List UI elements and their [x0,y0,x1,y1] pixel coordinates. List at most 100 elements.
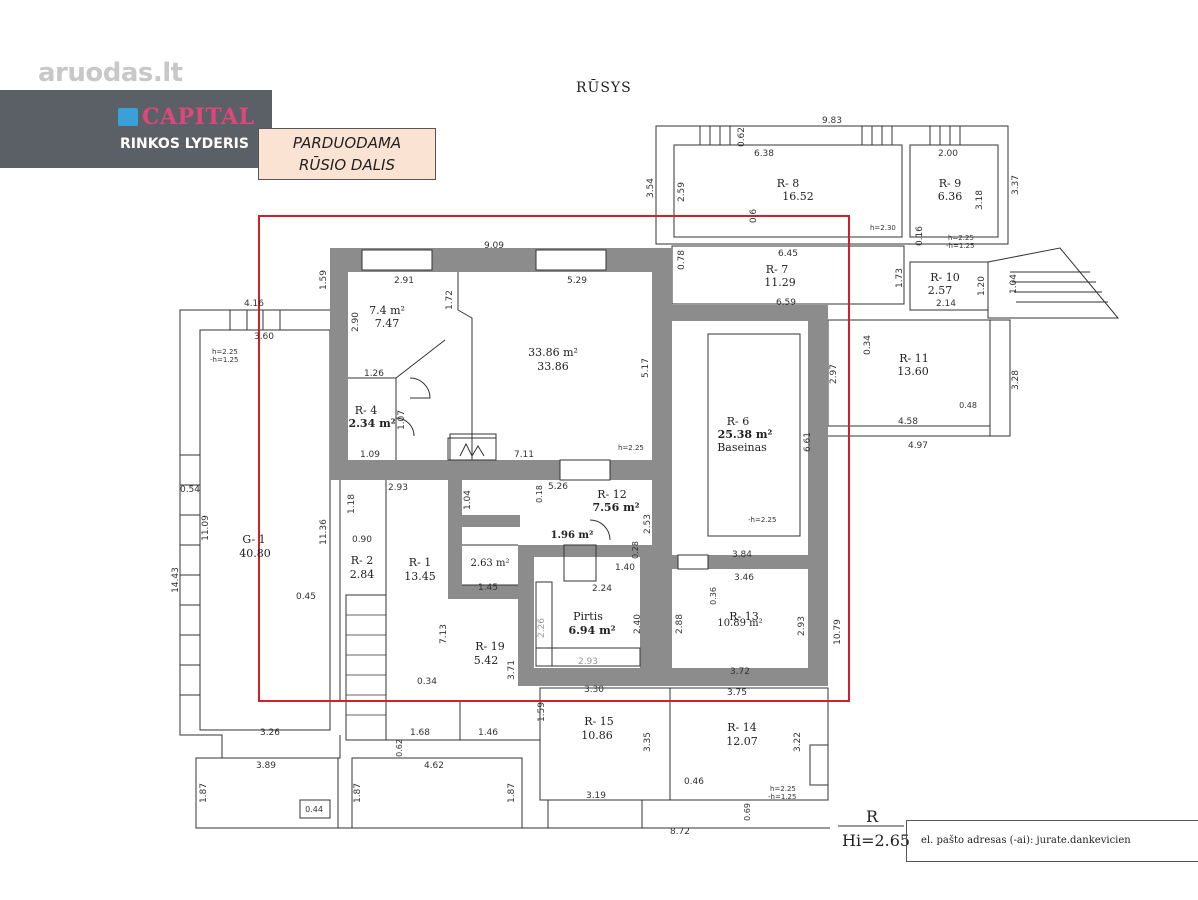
dim-label: 2.88 [675,614,685,634]
aruodas-watermark: aruodas.lt [38,58,183,88]
dim-label: 4.62 [424,761,444,771]
room-g1-area: 40.80 [239,547,271,560]
room-r9-area: 6.36 [938,190,963,203]
dim-label: 14.43 [171,567,181,593]
room-r6-note: Baseinas [717,441,767,454]
dim-label: 3.30 [584,685,604,695]
room-r4-area-m2: 2.34 m² [348,417,395,430]
dim-label: 3.89 [256,761,276,771]
dim-label: 7.11 [514,450,534,460]
height-label: -h=1.25 [210,356,238,364]
dim-label: 2.24 [592,584,612,594]
dim-label: 2.97 [829,364,839,384]
room-r8-area: 16.52 [782,190,814,203]
dim-label: 0.90 [352,535,372,545]
dim-label: 1.59 [319,270,329,290]
dim-label: 3.46 [734,573,754,583]
dim-label: 3.54 [646,178,656,198]
dim-label: 1.26 [364,369,384,379]
dim-label: 3.84 [732,550,752,560]
room-r3-area-m2: 7.4 m² [369,304,405,317]
dim-label: 3.37 [1011,175,1021,195]
dim-label: 2.91 [394,276,414,286]
dim-label: 0.69 [743,803,752,821]
capital-logo: CAPITAL [118,104,255,130]
room-r11-name: R- 11 [899,352,929,365]
room-r12-name: R- 12 [597,488,627,501]
room-r1-area: 13.45 [404,570,436,583]
dim-label: 10.79 [833,619,843,645]
dim-label: 6.45 [778,249,798,259]
room-r6-area-m2: 25.38 m² [718,428,773,441]
dim-label: 0.36 [709,587,718,605]
height-label: h=2.30 [870,224,896,232]
dim-label: 2.93 [578,657,598,667]
dim-label: 2.90 [351,312,361,332]
dim-label: 2.59 [677,182,687,202]
dim-label: 3.26 [260,728,280,738]
dim-label: 3.75 [727,688,747,698]
height-label: -h=2.25 [748,516,776,524]
room-r10-area: 2.57 [928,284,953,297]
height-label: h=2.25 [212,348,238,356]
dim-label: 2.00 [938,149,958,159]
dim-label: 3.35 [643,732,653,752]
height-label: h=2.25 [770,785,796,793]
room-r19-area: 5.42 [474,654,499,667]
room-r6-name: R- 6 [727,415,750,428]
dim-label: 3.22 [793,732,803,752]
dim-label: 11.36 [319,519,329,545]
dim-label: 1.87 [199,783,209,803]
dim-label: 2.93 [388,483,408,493]
dim-label: 6.59 [776,298,796,308]
sale-note-line2: RŪSIO DALIS [298,156,396,174]
capital-logo-text: CAPITAL [142,104,255,130]
dimension-labels: 9.83 0.62 6.38 2.00 3.54 2.59 3.18 3.37 … [171,116,1021,837]
dim-label: 0.48 [959,401,977,410]
dim-label: 1.09 [360,450,380,460]
room-r2-area: 2.84 [350,568,375,581]
dim-label: 1.04 [1009,274,1019,294]
room-r8-name: R- 8 [777,177,800,190]
room-g1-name: G- 1 [242,533,265,546]
dim-label: 0.54 [180,485,200,495]
dim-label: 11.09 [201,515,211,541]
dim-label: 5.29 [567,276,587,286]
dim-label: 2.93 [797,616,807,636]
floor-mark: R [866,807,879,826]
dim-label: 4.16 [244,299,264,309]
dim-label: 0.16 [915,226,925,246]
height-label: h=2.25 [618,444,644,452]
dim-label: 1.87 [507,783,517,803]
room-r16-area-m2: 6.94 m² [568,624,615,637]
room-r2-name: R- 2 [351,554,374,567]
dim-label: 9.83 [822,116,842,126]
dim-label: 0.34 [863,335,873,355]
dim-label: 2.40 [633,614,643,634]
room-r11-area: 13.60 [897,365,929,378]
room-r15-area: 10.86 [581,729,613,742]
room-r5-area-m2: 33.86 m² [528,346,578,359]
window-marks [179,125,961,819]
dim-label: 0.45 [296,592,316,602]
sale-highlight-frame [258,215,850,702]
dim-label: 1.68 [410,728,430,738]
inner-walls [339,272,801,700]
dim-label: 1.07 [397,410,407,430]
sale-note-box: PARDUODAMA RŪSIO DALIS [258,128,436,180]
email-label: el. pašto adresas (-ai): jurate.dankevic… [921,835,1131,846]
dim-label: 4.97 [908,441,928,451]
height-label-main: Hi=2.65 [842,831,910,850]
room-r5-area: 33.86 [537,360,569,373]
room-r7-area: 11.29 [764,276,796,289]
dim-label: 3.18 [975,190,985,210]
dim-label: 2.14 [936,299,956,309]
height-label: -h=1.25 [946,242,974,250]
dim-label: 0.78 [677,250,687,270]
dim-label: 9.09 [484,241,504,251]
height-labels: h=2.30 h=2.25 -h=1.25 h=2.25 -h=1.25 h=2… [210,224,974,801]
sale-note-line1: PARDUODAMA [292,134,402,152]
dim-label: 3.60 [254,332,274,342]
dim-label: 1.40 [615,563,635,573]
